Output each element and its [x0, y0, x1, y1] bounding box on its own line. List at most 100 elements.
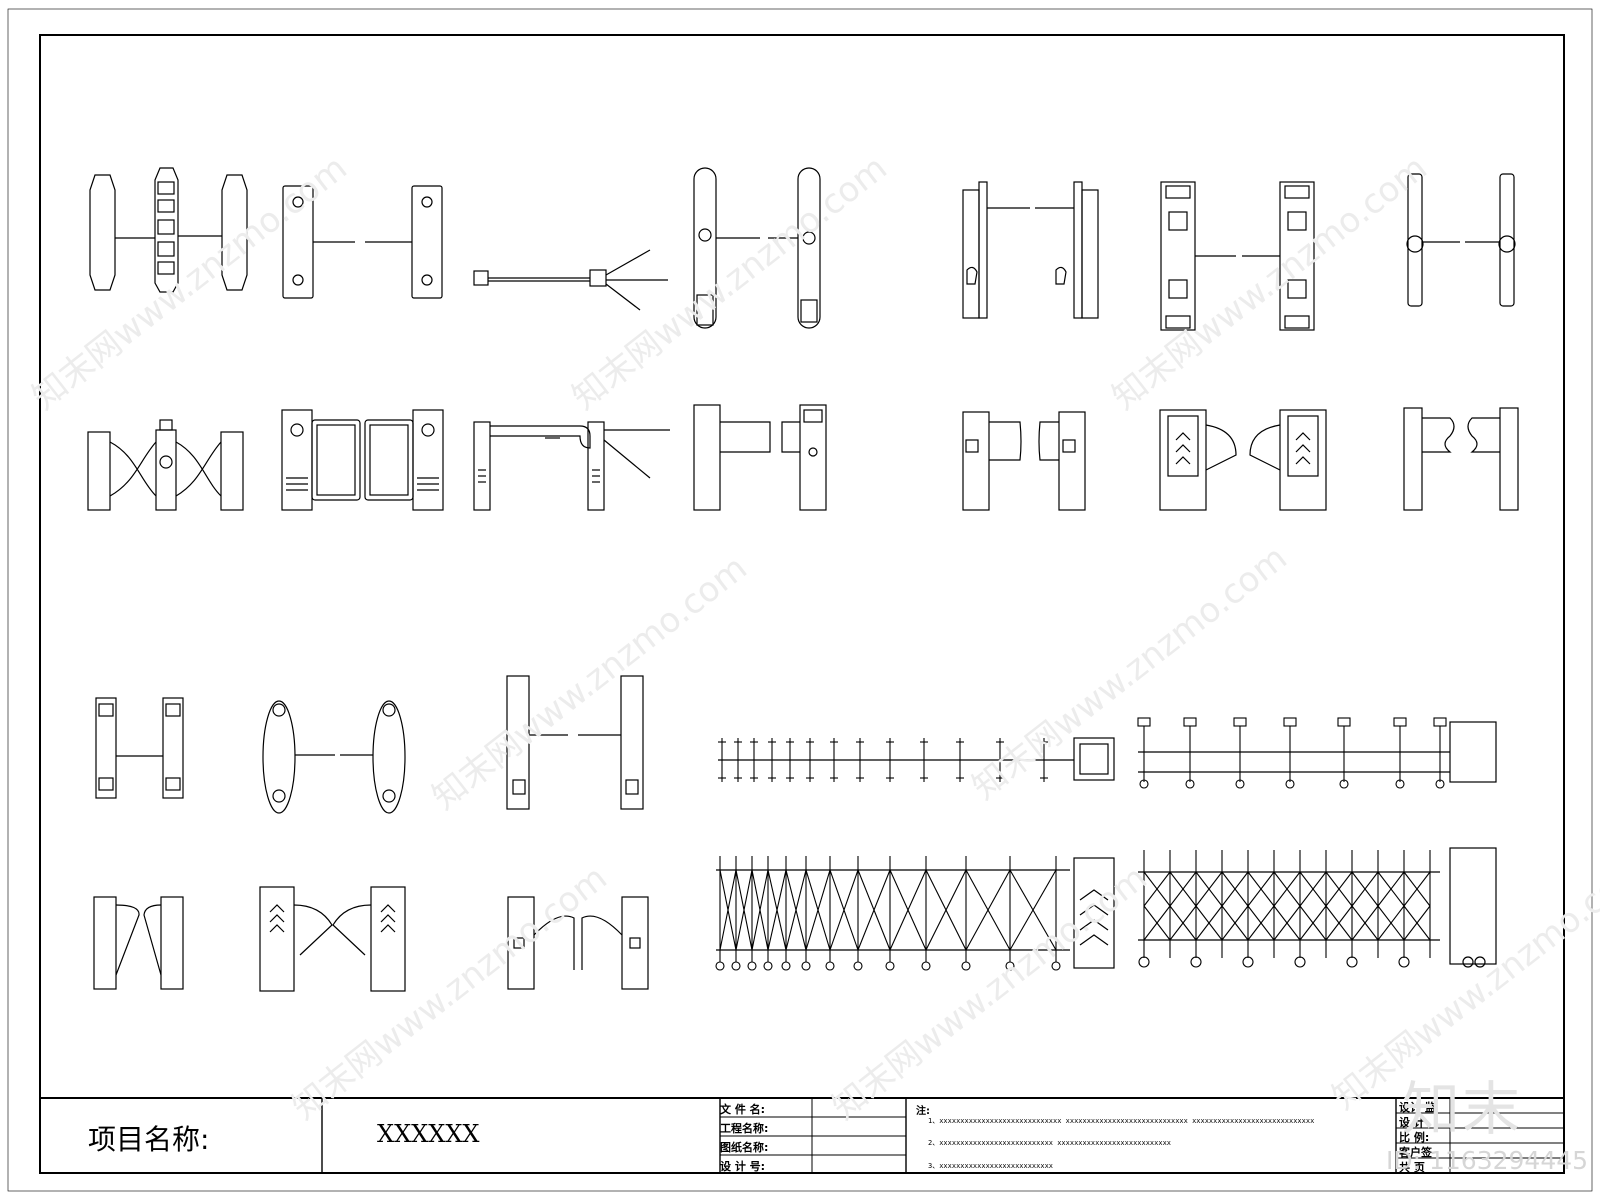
caster-wheel [921, 961, 931, 971]
caster-wheel [747, 961, 757, 971]
caster-wheel [801, 961, 811, 971]
folding-gate-link [719, 869, 737, 951]
flap-gate-slim [962, 411, 1086, 511]
field-project-name: 工程名称: [720, 1122, 769, 1135]
barrier-post-cap [1137, 717, 1151, 727]
folding-gate-link [805, 869, 831, 951]
scissor-link [1377, 905, 1405, 941]
field-file-name: 文 件 名: [720, 1103, 766, 1116]
folding-gate-link [925, 869, 967, 951]
folding-gate-zigzag [716, 857, 1115, 969]
scissor-link [1247, 871, 1275, 907]
project-name-label: 项目名称: [88, 1123, 210, 1156]
caster-wheel [1139, 779, 1149, 789]
folding-gate-link [751, 869, 769, 951]
caster-wheel [1285, 779, 1295, 789]
scissor-link [1325, 871, 1353, 907]
field-client-signature: 客户签 [1399, 1146, 1432, 1159]
caster-wheel [1242, 956, 1254, 968]
note-line: 1、xxxxxxxxxxxxxxxxxxxxxxxxxxxxx xxxxxxxx… [928, 1117, 1315, 1125]
folding-gate-link [735, 869, 753, 951]
folding-gate-link [1009, 869, 1057, 951]
scissor-link [1143, 905, 1171, 941]
caster-wheel [781, 961, 791, 971]
barrier-post-cap [1337, 717, 1351, 727]
caster-wheel [763, 961, 773, 971]
note-line: 2、xxxxxxxxxxxxxxxxxxxxxxxxxxx xxxxxxxxxx… [928, 1139, 1172, 1147]
turnstile-hex-pillars [89, 167, 248, 293]
turnstile-slim-flange [962, 181, 1099, 319]
caster-wheel [1435, 779, 1445, 789]
scissor-link [1195, 871, 1223, 907]
notes-label: 注: [916, 1106, 930, 1117]
caster-wheel [1294, 956, 1306, 968]
scissor-link [1195, 905, 1223, 941]
sheet-outer-border [7, 8, 1593, 1192]
caster-wheel [1005, 961, 1015, 971]
swing-gate-curved [1403, 407, 1519, 511]
scissor-link [1377, 871, 1405, 907]
field-total-pages: 共 页 [1399, 1161, 1425, 1174]
caster-wheel [715, 961, 725, 971]
scissor-link [1299, 905, 1327, 941]
tripod-turnstile-side [473, 421, 670, 511]
turnstile-tall-cabinet [506, 675, 644, 810]
field-design-supervisor: 设计 监 [1399, 1101, 1436, 1114]
scissor-link [1273, 905, 1301, 941]
caster-wheel [1235, 779, 1245, 789]
scissor-link [1351, 871, 1379, 907]
folding-gate-link [965, 869, 1011, 951]
tripod-arm-topview [473, 249, 668, 311]
caster-wheel [1138, 956, 1150, 968]
barrier-post-cap [1233, 717, 1247, 727]
caster-wheel [1398, 956, 1410, 968]
turnstile-narrow-knob [1406, 173, 1516, 307]
note-line: 3、xxxxxxxxxxxxxxxxxxxxxxxxxxx [928, 1162, 1054, 1170]
scissor-link [1221, 871, 1249, 907]
scissor-link [1299, 871, 1327, 907]
turnstile-rect-pillars [282, 185, 443, 299]
sheet-inner-border [39, 34, 1565, 1174]
turnstile-compact [95, 697, 184, 799]
flap-gate-wing-dark [507, 896, 649, 990]
caster-wheel [1346, 956, 1358, 968]
scissor-gate-casters [1138, 847, 1497, 968]
caster-wheel [731, 961, 741, 971]
caster-wheel [853, 961, 863, 971]
project-name-value: XXXXXX [377, 1120, 480, 1148]
barrier-post-cap [1393, 717, 1407, 727]
folding-gate-link [767, 869, 787, 951]
flap-gate-side [693, 404, 827, 511]
caster-wheel [1339, 779, 1349, 789]
barrier-gate-simple [718, 737, 1115, 781]
scissor-link [1403, 871, 1431, 907]
scissor-link [1247, 905, 1275, 941]
watermark-logo: 知末 [1402, 1075, 1523, 1143]
swing-gate-glass-panels [281, 409, 444, 511]
caster-wheel [825, 961, 835, 971]
scissor-link [1169, 905, 1197, 941]
turnstile-wide-cabinets [1160, 181, 1315, 331]
swing-gate-wings [93, 896, 184, 990]
barrier-post-cap [1183, 717, 1197, 727]
barrier-gate-casters [1138, 721, 1497, 783]
scissor-link [1273, 871, 1301, 907]
field-designer: 设 计 [1399, 1116, 1425, 1129]
folding-gate-link [829, 869, 859, 951]
caster-wheel [1190, 956, 1202, 968]
scissor-link [1143, 871, 1171, 907]
folding-gate-link [889, 869, 927, 951]
scissor-link [1169, 871, 1197, 907]
caster-wheel [1185, 779, 1195, 789]
swing-gate-diagonal [87, 419, 244, 511]
title-block [40, 1097, 1564, 1173]
caster-wheel [1395, 779, 1405, 789]
field-scale: 比 例: [1399, 1131, 1430, 1144]
field-design-number: 设 计 号: [720, 1160, 766, 1173]
flap-gate-arrow-cabinets [1159, 409, 1327, 511]
scissor-link [1403, 905, 1431, 941]
turnstile-oval [262, 700, 406, 814]
caster-wheel [961, 961, 971, 971]
barrier-post-cap [1433, 717, 1447, 727]
